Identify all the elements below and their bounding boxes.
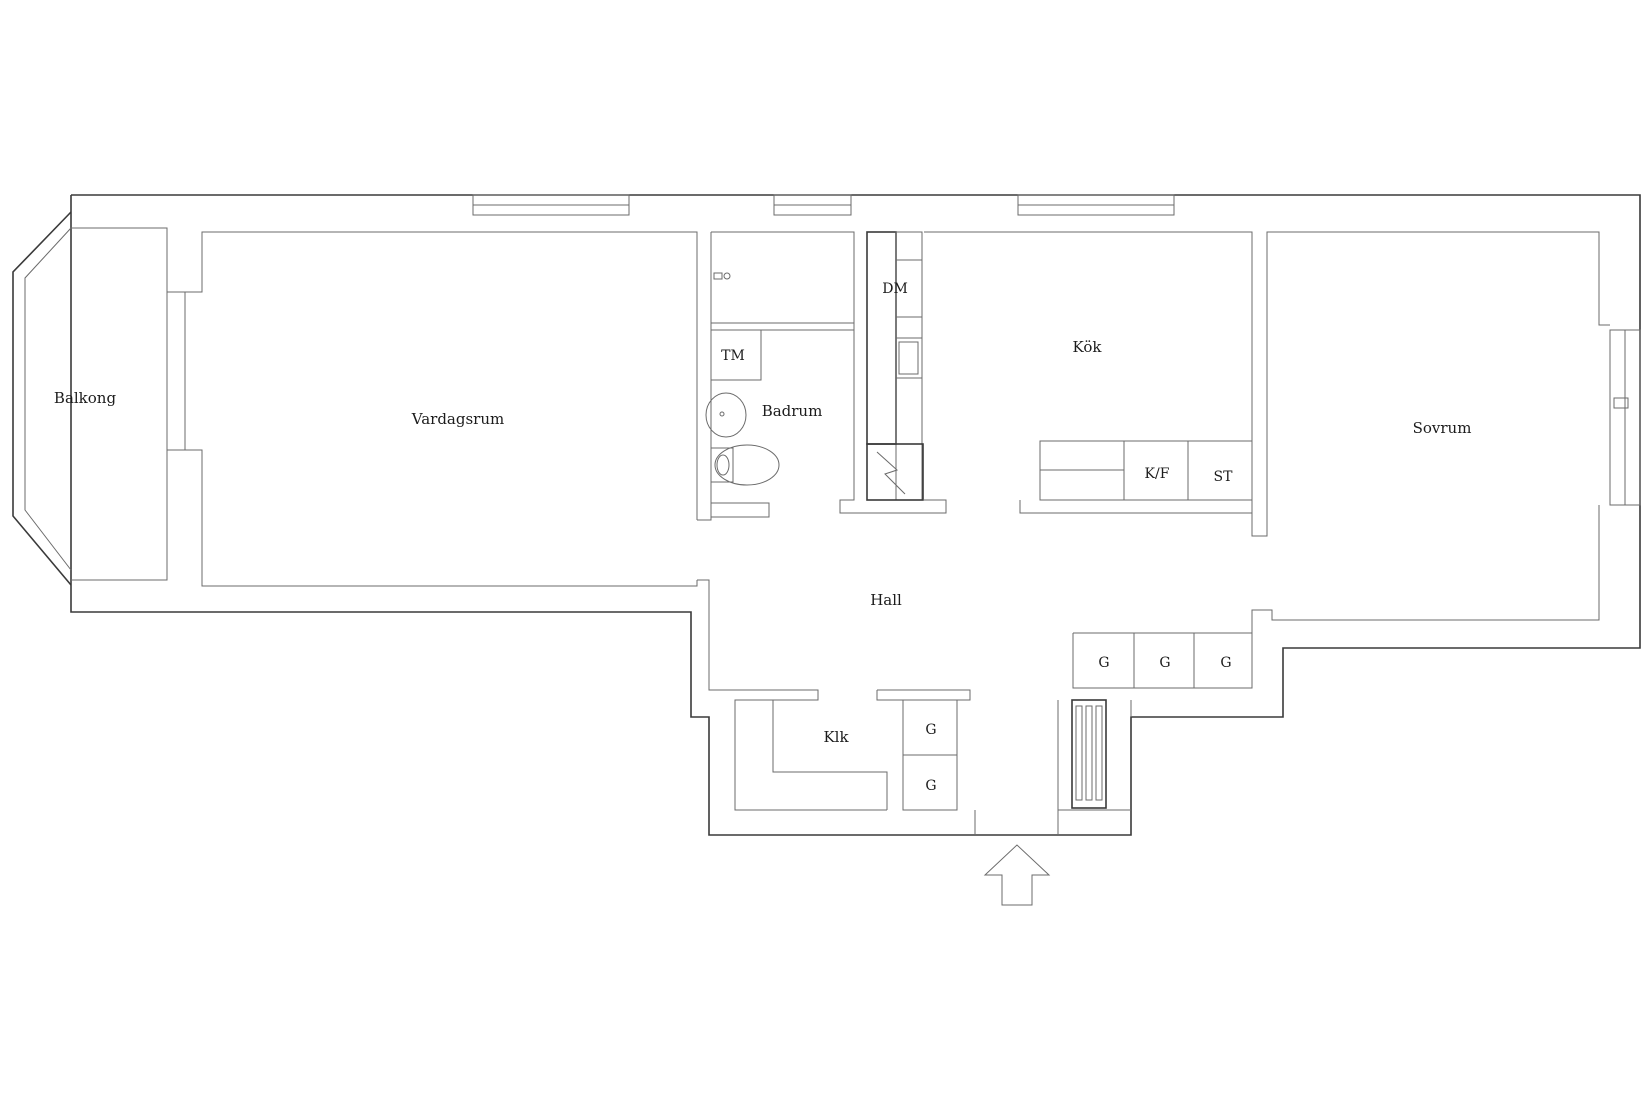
- fixture-label-st: ST: [1214, 469, 1234, 485]
- balcony-bay: [12, 211, 72, 586]
- windows: [472, 194, 1641, 506]
- outer-wall: [70, 194, 1641, 836]
- fixture-labels: TM DM K/F ST G G G G G: [721, 281, 1233, 794]
- fixture-label-g: G: [1159, 655, 1170, 671]
- bathroom-fixtures: [705, 272, 780, 486]
- stove-lightning-icon: [866, 443, 924, 501]
- fixture-label-dm: DM: [882, 281, 908, 297]
- fixture-label-g: G: [1220, 655, 1231, 671]
- sink-icon: [705, 392, 747, 438]
- room-label-kok: Kök: [1073, 338, 1103, 356]
- shower-head-icon: [713, 272, 731, 280]
- fixture-label-tm: TM: [721, 348, 745, 364]
- room-label-balkong: Balkong: [54, 389, 117, 407]
- room-label-vardagsrum: Vardagsrum: [411, 410, 504, 428]
- fixture-label-kf: K/F: [1145, 466, 1170, 482]
- room-label-hall: Hall: [870, 591, 902, 609]
- fixture-label-g: G: [1098, 655, 1109, 671]
- radiator-icon: [1071, 699, 1107, 809]
- room-label-badrum: Badrum: [762, 402, 823, 420]
- kitchen-fixtures: [866, 231, 1253, 501]
- fixture-label-g: G: [925, 722, 936, 738]
- fixture-label-g: G: [925, 778, 936, 794]
- kitchen-sink-icon: [895, 337, 923, 379]
- entrance-arrow-icon: [983, 844, 1051, 906]
- room-label-sovrum: Sovrum: [1413, 419, 1472, 437]
- room-label-klk: Klk: [823, 728, 849, 746]
- toilet-icon: [710, 444, 780, 486]
- room-labels: Balkong Vardagsrum Badrum Kök Sovrum Hal…: [54, 338, 1472, 746]
